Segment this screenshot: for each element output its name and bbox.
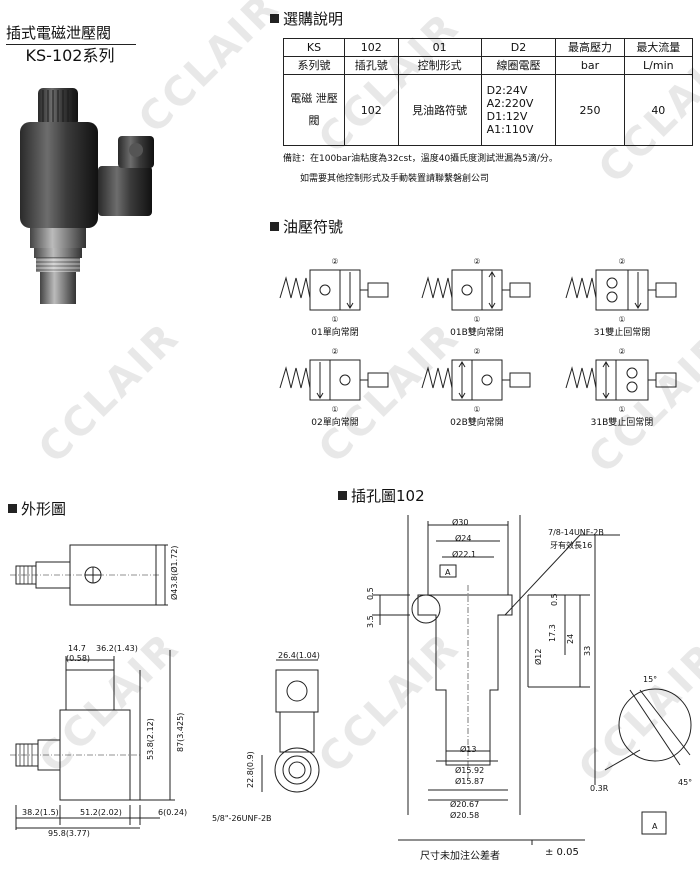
- symbol-31: [565, 269, 677, 311]
- spec-cell: 系列號: [283, 56, 345, 75]
- dim-d22-1: Ø22.1: [452, 550, 477, 559]
- spec-flow-cell: 40: [623, 74, 694, 146]
- bullet-square-icon: [8, 504, 17, 513]
- dim-thread-side: 5/8"-26UNF-2B: [212, 814, 272, 823]
- spec-pressure-cell: 250: [555, 74, 625, 146]
- bullet-square-icon: [270, 222, 279, 231]
- spec-cell: D2: [480, 38, 557, 57]
- bullet-square-icon: [338, 491, 347, 500]
- dim-d20-58: Ø20.58: [450, 811, 480, 820]
- dim-38-2: 38.2(1.5): [22, 808, 59, 817]
- dim-14-7: 14.7: [68, 644, 86, 653]
- port-label: ②: [473, 347, 480, 356]
- dim-17-3: 17.3: [548, 624, 557, 642]
- datum-label: A: [445, 568, 451, 577]
- dim-3-5: 3.5: [366, 615, 375, 628]
- dim-87: 87(3.425): [176, 712, 185, 752]
- spec-cell: 最大流量: [623, 38, 694, 57]
- dim-6: 6(0.24): [158, 808, 188, 817]
- port-label: ①: [618, 405, 625, 414]
- product-photo: [20, 88, 154, 304]
- dim-53-8: 53.8(2.12): [146, 718, 155, 760]
- dim-33: 33: [583, 645, 592, 656]
- note-contact: 如需要其他控制形式及手動裝置請聯繫磐創公司: [300, 174, 490, 184]
- section-ordering-heading: 選購說明: [270, 10, 343, 28]
- spec-cell: KS: [283, 38, 345, 57]
- port-label: ②: [618, 257, 625, 266]
- spec-control-cell: 見油路符號: [397, 74, 482, 146]
- symbol-caption: 31B雙止回常閉: [590, 418, 654, 428]
- dim-angle-15: 15°: [643, 675, 658, 684]
- dim-thread: 7/8-14UNF-2B: [548, 528, 604, 537]
- dim-22-8: 22.8(0.9): [246, 751, 255, 788]
- title-divider: [6, 44, 136, 45]
- tolerance-value: ± 0.05: [545, 847, 579, 858]
- spec-cell: 最高壓力: [555, 38, 625, 57]
- spec-series-cell: 電磁 泄壓閥: [283, 74, 345, 146]
- watermark: CCLAIR: [129, 0, 289, 143]
- note-leakage: 備註：在100bar油粘度為32cst，溫度40攝氏度測試泄漏為5滴/分。: [283, 154, 558, 164]
- dim-d15-87: Ø15.87: [455, 777, 485, 786]
- port-label: ②: [331, 257, 338, 266]
- symbol-caption: 02單向常開: [311, 418, 359, 428]
- dim-d20-67: Ø20.67: [450, 800, 480, 809]
- port-label: ①: [473, 405, 480, 414]
- dim-radius: 0.3R: [590, 784, 609, 793]
- spec-cell: 線圈電壓: [480, 56, 557, 75]
- hydraulic-symbols: ② ① ② ① ② ① ② ① ② ① ② ①: [279, 257, 677, 414]
- port-label: ②: [618, 347, 625, 356]
- dim-angle-45: 45°: [678, 778, 693, 787]
- port-label: ①: [331, 315, 338, 324]
- spec-cell: L/min: [623, 56, 694, 75]
- symbol-02b: [421, 359, 531, 401]
- product-model: KS-102系列: [25, 46, 115, 65]
- section-symbols-heading: 油壓符號: [270, 218, 343, 236]
- dim-d15-92: Ø15.92: [455, 766, 485, 775]
- section-outline-heading: 外形圖: [8, 500, 66, 518]
- dim-d30: Ø30: [452, 518, 469, 527]
- outline-drawing: [10, 544, 320, 830]
- dim-coil-dia: Ø43.8(Ø1.72): [170, 545, 179, 600]
- port-label: ①: [331, 405, 338, 414]
- port-label: ②: [331, 347, 338, 356]
- cavity-drawing: [372, 515, 692, 845]
- datum-box-label: A: [652, 822, 658, 831]
- spec-voltage-cell: D2:24V A2:220V D1:12V A1:110V: [480, 74, 557, 146]
- tolerance-label: 尺寸未加注公差者: [420, 851, 500, 862]
- dim-0-5-left: 0.5: [366, 587, 375, 600]
- section-cavity-heading: 插孔圖102: [338, 487, 425, 505]
- bullet-square-icon: [270, 14, 279, 23]
- dim-thread-note: 牙有效長16: [550, 541, 593, 550]
- dim-d13: Ø13: [460, 745, 477, 754]
- spec-cavity-cell: 102: [344, 74, 399, 146]
- port-label: ①: [618, 315, 625, 324]
- symbol-01: [279, 269, 389, 311]
- spec-cell: 01: [397, 38, 482, 57]
- product-title: 插式電磁泄壓閥: [6, 24, 112, 42]
- spec-cell: bar: [555, 56, 625, 75]
- symbol-caption: 02B雙向常開: [450, 418, 504, 428]
- dim-0-5-right: 0.5: [550, 593, 559, 606]
- symbol-caption: 01B雙向常閉: [450, 328, 504, 338]
- symbol-caption: 01單向常閉: [311, 328, 359, 338]
- dim-d24: Ø24: [455, 534, 472, 543]
- symbol-31b: [565, 359, 677, 401]
- dim-51-2: 51.2(2.02): [80, 808, 122, 817]
- spec-table: KS 102 01 D2 最高壓力 最大流量 系列號 插孔號 控制形式 線圈電壓…: [283, 38, 694, 146]
- symbol-02: [279, 359, 389, 401]
- watermark: CCLAIR: [29, 313, 189, 473]
- dim-36-2: 36.2(1.43): [96, 644, 138, 653]
- dim-24: 24: [566, 633, 575, 644]
- dim-95-8: 95.8(3.77): [48, 829, 90, 838]
- port-label: ②: [473, 257, 480, 266]
- port-label: ①: [473, 315, 480, 324]
- symbol-01b: [421, 269, 531, 311]
- dim-26-4: 26.4(1.04): [278, 651, 320, 660]
- dim-d12: Ø12: [534, 648, 543, 665]
- dim-0-58: (0.58): [66, 654, 91, 663]
- symbol-caption: 31雙止回常閉: [593, 328, 651, 338]
